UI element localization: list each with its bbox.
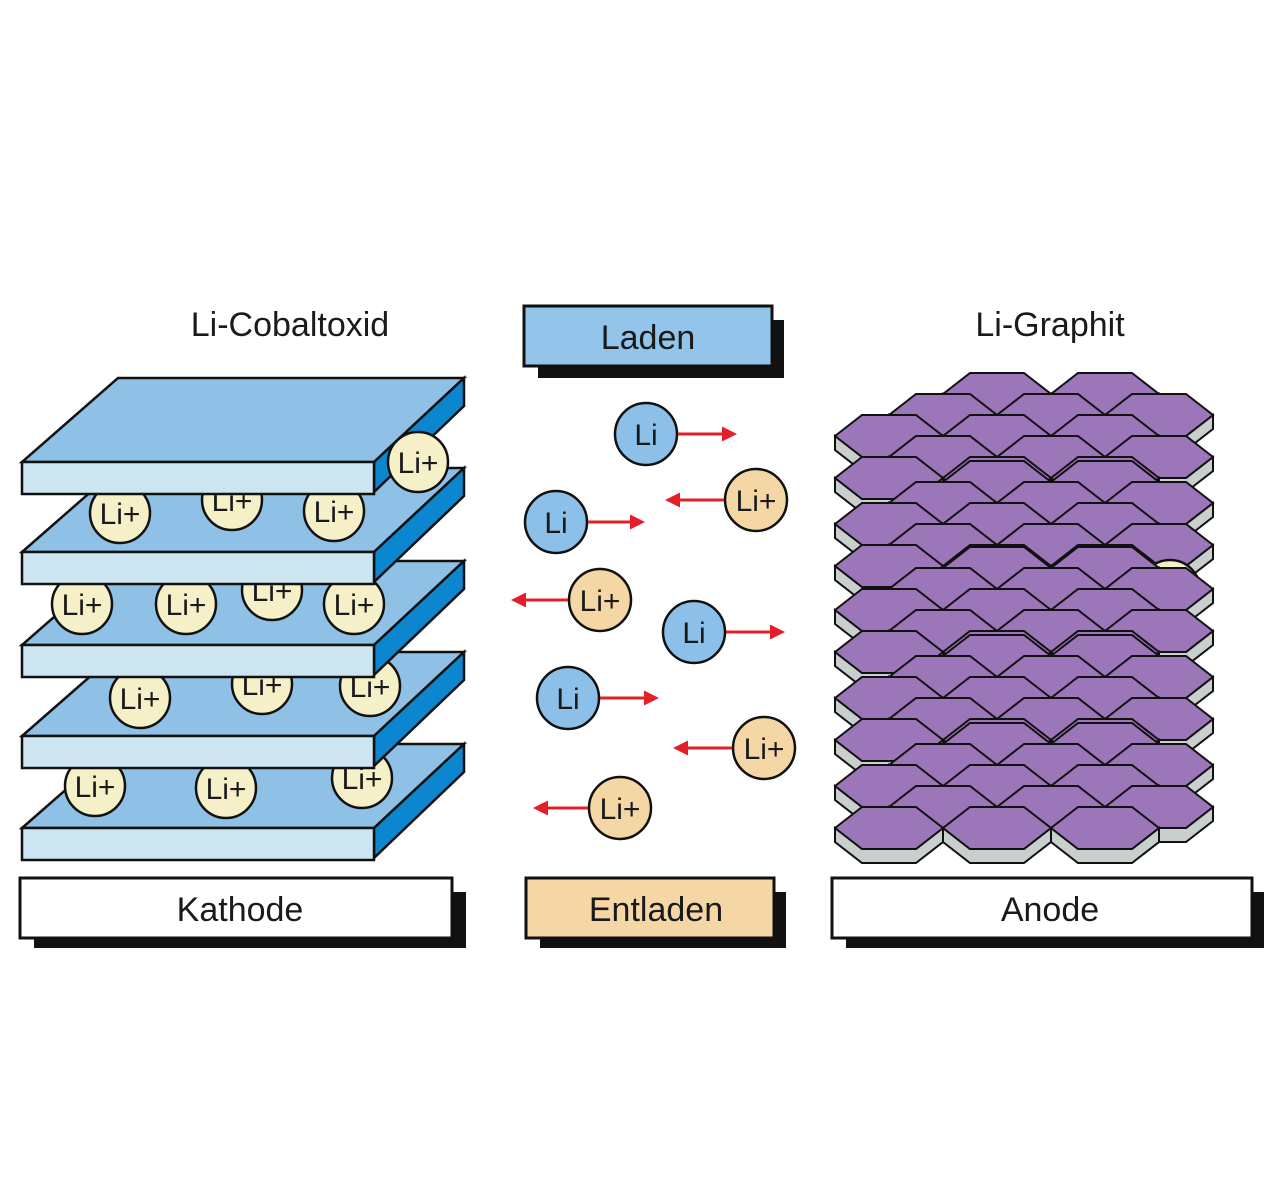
cathode-label: Kathode (177, 891, 304, 929)
li-ion: Li+ (50, 572, 114, 636)
anode-graphite-stack: LiLiLiLiLiLiLiLiLi (833, 372, 1215, 864)
graphite-hexagon (833, 806, 945, 864)
li-ion: Li+ (386, 430, 450, 494)
ion-label: Li+ (398, 447, 439, 480)
ion-label: Li (556, 683, 579, 716)
ion-label: Li+ (166, 589, 207, 622)
cathode-layer-stack: Li+Li+Li+Li+Li+Li+Li+Li+Li+Li+Li+Li+Li+L… (18, 375, 468, 862)
anode-material-title: Li-Graphit (975, 306, 1125, 344)
ion-label: Li+ (334, 589, 375, 622)
graphite-hexagon (941, 806, 1053, 864)
li-atom-charging: Li (613, 401, 679, 467)
ion-label: Li+ (75, 771, 116, 804)
charge-box: Laden (522, 304, 784, 378)
anode-label: Anode (1001, 891, 1099, 929)
discharge-label: Entladen (589, 891, 723, 929)
li-ion-discharging: Li+ (587, 775, 653, 841)
cathode-material-title: Li-Cobaltoxid (191, 306, 389, 344)
li-ion: Li+ (88, 481, 152, 545)
anode-box: Anode (830, 876, 1264, 948)
ion-label: Li+ (100, 498, 141, 531)
li-ion-discharging: Li+ (731, 715, 797, 781)
charge-label: Laden (601, 319, 696, 357)
li-ion-discharging: Li+ (723, 467, 789, 533)
li-ion: Li+ (63, 754, 127, 818)
ion-label: Li+ (744, 733, 785, 766)
ion-label: Li+ (120, 683, 161, 716)
li-ion-discharging: Li+ (567, 567, 633, 633)
discharge-box: Entladen (524, 876, 786, 948)
ion-label: Li+ (736, 485, 777, 518)
ion-label: Li+ (600, 793, 641, 826)
li-ion: Li+ (108, 666, 172, 730)
li-atom-charging: Li (523, 489, 589, 555)
ion-label: Li+ (314, 496, 355, 529)
ion-label: Li+ (580, 585, 621, 618)
cathode-layer (18, 375, 468, 496)
ion-label: Li+ (206, 773, 247, 806)
graphite-layer (833, 722, 1215, 864)
li-atom-charging: Li (535, 665, 601, 731)
graphite-hexagon (1049, 806, 1161, 864)
ion-label: Li (682, 617, 705, 650)
li-ion: Li+ (302, 479, 366, 543)
ion-label: Li (634, 419, 657, 452)
graphite-layer (833, 372, 1215, 514)
ion-label: Li+ (62, 589, 103, 622)
cathode-box: Kathode (18, 876, 466, 948)
li-atom-charging: Li (661, 599, 727, 665)
li-ion: Li+ (154, 572, 218, 636)
ion-label: Li (544, 507, 567, 540)
